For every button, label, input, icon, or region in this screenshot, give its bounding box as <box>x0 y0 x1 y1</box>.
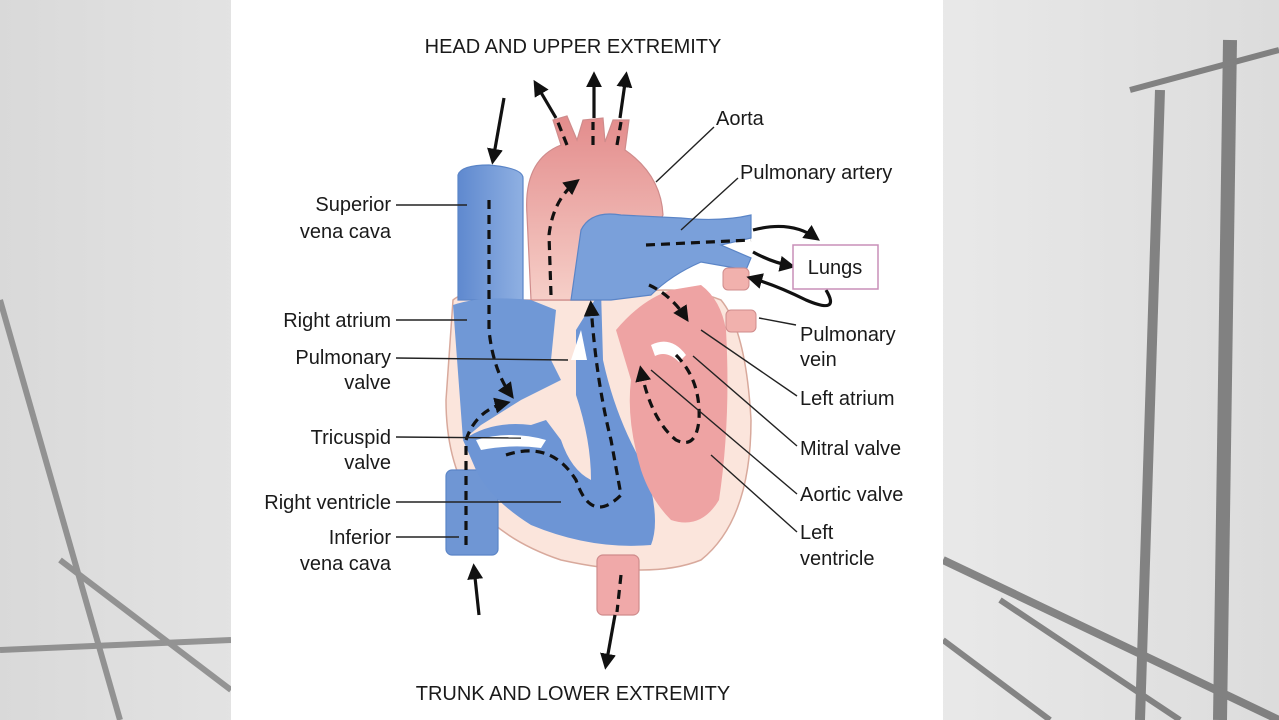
heart-circulation-diagram: HEAD AND UPPER EXTREMITY TRUNK AND LOWER… <box>264 36 903 705</box>
diagram-panel: HEAD AND UPPER EXTREMITY TRUNK AND LOWER… <box>231 0 943 720</box>
leader-lines <box>395 126 798 538</box>
label-pulmonary-vein-1: Pulmonary <box>800 324 896 346</box>
title-bottom: TRUNK AND LOWER EXTREMITY <box>416 683 730 705</box>
flow-aorta-top <box>555 119 569 146</box>
flow-ivc <box>464 397 511 545</box>
flow-desc-aorta <box>615 574 623 613</box>
label-left-ventricle-2: ventricle <box>800 548 874 570</box>
label-inferior-vena-cava-1: Inferior <box>329 527 392 549</box>
label-left-atrium: Left atrium <box>800 388 894 410</box>
tricuspid-valve-flap <box>476 435 546 450</box>
flow-aorta-up <box>547 179 580 296</box>
flow-aorta-top3 <box>615 121 623 146</box>
arrow-to-lungs-1 <box>752 224 820 241</box>
arrow-from-lungs <box>746 273 832 308</box>
left-heart-chambers <box>616 285 728 523</box>
flow-pa <box>645 238 752 247</box>
label-pulmonary-artery: Pulmonary artery <box>740 162 892 184</box>
label-superior-vena-cava-2: vena cava <box>300 221 392 243</box>
right-heart-chambers <box>453 298 561 440</box>
label-pulmonary-valve-1: Pulmonary <box>295 347 391 369</box>
label-tricuspid-valve-2: valve <box>344 452 391 474</box>
pulmonary-vein-upper <box>722 267 750 291</box>
label-lungs: Lungs <box>808 257 863 279</box>
label-pulmonary-valve-2: valve <box>344 372 391 394</box>
flow-lv <box>635 353 701 445</box>
window-frame-decoration-left <box>0 299 233 720</box>
label-aorta: Aorta <box>716 108 765 130</box>
pulmonary-valve-flap <box>571 330 587 360</box>
arrow-desc-out <box>600 614 617 670</box>
label-pulmonary-vein-2: vein <box>800 349 837 371</box>
pulmonary-vein-lower <box>725 309 757 333</box>
label-left-ventricle-1: Left <box>800 522 834 544</box>
label-aortic-valve: Aortic valve <box>800 484 903 506</box>
arrow-svc-in <box>487 97 506 165</box>
label-right-atrium: Right atrium <box>283 310 391 332</box>
flow-rv-out <box>505 300 623 509</box>
inferior-vena-cava <box>445 469 499 556</box>
label-mitral-valve: Mitral valve <box>800 438 901 460</box>
label-inferior-vena-cava-2: vena cava <box>300 553 392 575</box>
label-tricuspid-valve-1: Tricuspid <box>311 427 391 449</box>
label-superior-vena-cava-1: Superior <box>315 194 391 216</box>
arrow-head-1 <box>533 79 558 119</box>
window-frame-decoration-right <box>941 39 1279 720</box>
label-right-ventricle: Right ventricle <box>264 492 391 514</box>
arrow-ivc-in <box>467 563 484 616</box>
arrow-to-lungs-2 <box>752 250 796 272</box>
pulmonary-artery <box>570 213 752 301</box>
arrow-head-3 <box>616 71 633 119</box>
title-top: HEAD AND UPPER EXTREMITY <box>425 36 722 58</box>
lungs-box <box>792 244 879 290</box>
descending-aorta <box>596 554 640 616</box>
flow-la <box>648 283 689 323</box>
